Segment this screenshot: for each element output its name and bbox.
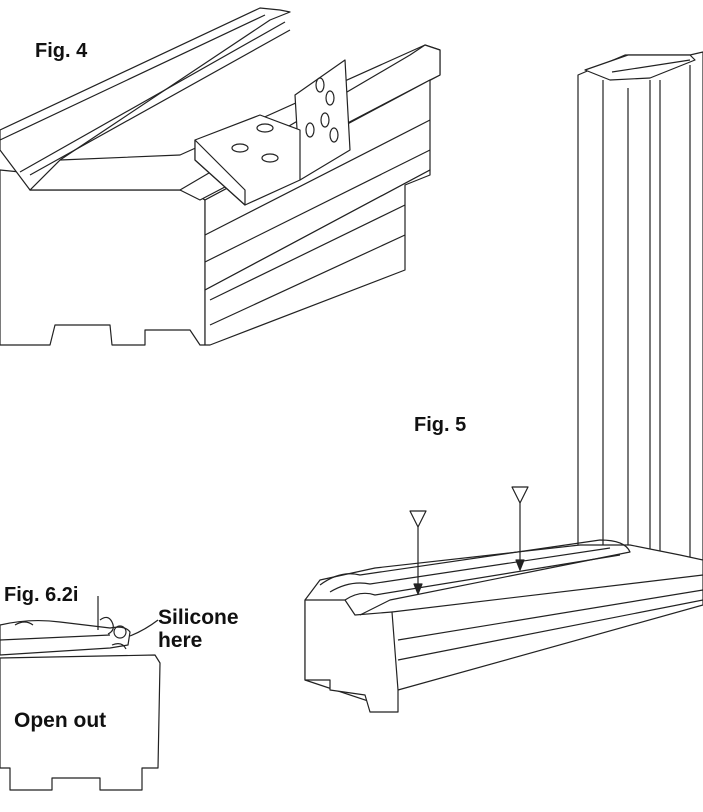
fig62i-label: Fig. 6.2i (4, 584, 79, 606)
fig5-drawing (304, 51, 703, 713)
silicone-callout-line1: Silicone (158, 606, 239, 629)
fig62i-drawing (0, 596, 161, 791)
open-out-label: Open out (14, 709, 107, 732)
fig4-label: Fig. 4 (35, 40, 88, 62)
screw-icon (511, 486, 529, 571)
screw-icon (409, 510, 427, 595)
fig4-drawing (0, 7, 441, 346)
fig5-label: Fig. 5 (414, 414, 467, 436)
angle-bracket (194, 59, 351, 206)
silicone-callout-line2: here (158, 629, 203, 652)
silicone-callout: Silicone here (158, 606, 239, 652)
